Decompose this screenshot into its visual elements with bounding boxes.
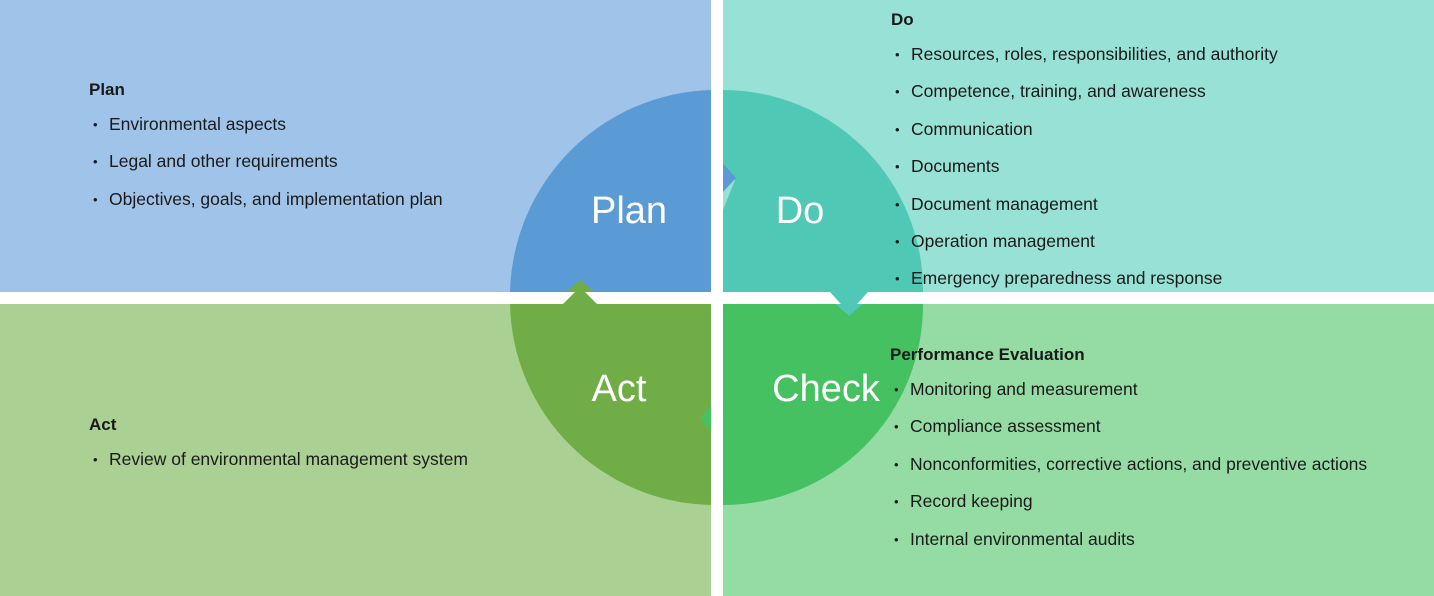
list-item: Resources, roles, responsibilities, and …	[891, 36, 1278, 73]
check-list: Monitoring and measurementCompliance ass…	[890, 371, 1367, 558]
act-heading: Act	[89, 415, 117, 434]
list-item: Legal and other requirements	[89, 143, 443, 180]
list-item: Documents	[891, 148, 1278, 185]
plan-heading: Plan	[89, 80, 125, 99]
list-item: Internal environmental audits	[890, 521, 1367, 558]
do-heading: Do	[891, 10, 914, 29]
list-item: Review of environmental management syste…	[89, 441, 468, 478]
plan-list: Environmental aspectsLegal and other req…	[89, 106, 443, 218]
list-item: Competence, training, and awareness	[891, 73, 1278, 110]
plan-text-block: Plan Environmental aspectsLegal and othe…	[89, 80, 443, 218]
act-list: Review of environmental management syste…	[89, 441, 468, 478]
list-item: Emergency preparedness and response	[891, 260, 1278, 297]
list-item: Environmental aspects	[89, 106, 443, 143]
check-heading: Performance Evaluation	[890, 345, 1085, 364]
list-item: Communication	[891, 111, 1278, 148]
check-text-block: Performance Evaluation Monitoring and me…	[890, 345, 1367, 558]
list-item: Nonconformities, corrective actions, and…	[890, 446, 1367, 483]
list-item: Document management	[891, 186, 1278, 223]
list-item: Objectives, goals, and implementation pl…	[89, 181, 443, 218]
divider-vertical	[711, 0, 723, 596]
list-item: Operation management	[891, 223, 1278, 260]
do-text-block: Do Resources, roles, responsibilities, a…	[891, 10, 1278, 298]
act-text-block: Act Review of environmental management s…	[89, 415, 468, 478]
list-item: Compliance assessment	[890, 408, 1367, 445]
list-item: Record keeping	[890, 483, 1367, 520]
do-list: Resources, roles, responsibilities, and …	[891, 36, 1278, 298]
list-item: Monitoring and measurement	[890, 371, 1367, 408]
